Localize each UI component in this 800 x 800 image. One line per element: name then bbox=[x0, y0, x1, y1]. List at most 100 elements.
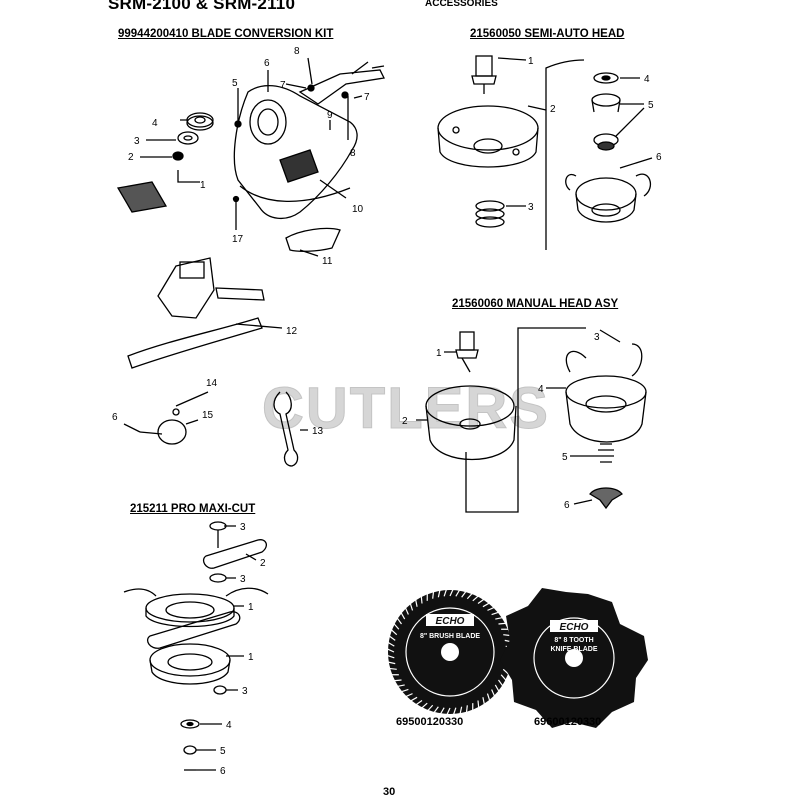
blade-tooth bbox=[386, 648, 395, 653]
blade-tooth bbox=[410, 696, 418, 702]
blade-tooth bbox=[387, 661, 396, 665]
blade-tooth bbox=[491, 611, 500, 616]
blade-tooth bbox=[498, 679, 504, 687]
callout: 2 bbox=[550, 104, 556, 115]
callout: 7 bbox=[364, 92, 370, 103]
blade2-label-line2: KNIFE BLADE bbox=[550, 646, 597, 653]
callout: 4 bbox=[538, 384, 544, 395]
page-number: 30 bbox=[383, 786, 396, 798]
manual-head-title: 21560060 MANUAL HEAD ASY bbox=[452, 298, 619, 310]
semi-auto-drawing bbox=[437, 55, 653, 250]
callout: 3 bbox=[240, 574, 246, 585]
blade1-label: 8" BRUSH BLADE bbox=[420, 633, 480, 640]
brush-blade-drawing: ECHO 8" BRUSH BLADE bbox=[386, 588, 514, 716]
blade-tooth bbox=[397, 684, 405, 688]
callout-labels: 1 2 3 4 5 6 7 8 9 7 8 10 17 11 12 13 14 … bbox=[112, 46, 662, 777]
callout: 1 bbox=[528, 56, 534, 67]
blade-tooth bbox=[466, 592, 473, 600]
callout: 2 bbox=[402, 416, 408, 427]
blade-tooth bbox=[387, 641, 395, 647]
blade-tooth bbox=[421, 702, 428, 709]
blade-tooth bbox=[427, 704, 434, 712]
pro-maxi-title: 215211 PRO MAXI-CUT bbox=[130, 503, 256, 515]
blade-tooth bbox=[390, 629, 398, 636]
blade-tooth bbox=[420, 595, 423, 604]
section-heading: ACCESSORIES bbox=[425, 0, 498, 9]
blade-tooth bbox=[405, 693, 413, 698]
callout: 3 bbox=[242, 686, 248, 697]
blade-tooth bbox=[433, 706, 439, 714]
blade-tooth bbox=[400, 612, 406, 620]
callout: 4 bbox=[226, 720, 232, 731]
callout: 2 bbox=[260, 558, 266, 569]
document-title: SRM-2100 & SRM-2110 bbox=[108, 0, 296, 13]
callout: 3 bbox=[594, 332, 600, 343]
callout: 8 bbox=[350, 148, 356, 159]
callout: 15 bbox=[202, 410, 214, 421]
manual-head-drawing bbox=[416, 327, 647, 513]
callout: 3 bbox=[134, 136, 140, 147]
callout: 5 bbox=[232, 78, 238, 89]
blade-tooth bbox=[465, 705, 468, 713]
blade-tooth bbox=[459, 706, 463, 715]
callout: 6 bbox=[264, 58, 270, 69]
blade-tooth bbox=[461, 590, 467, 598]
blade1-brand: ECHO bbox=[436, 616, 465, 627]
blade-tooth bbox=[443, 588, 448, 597]
callout: 2 bbox=[128, 152, 134, 163]
callout: 6 bbox=[564, 500, 570, 511]
callout: 7 bbox=[280, 80, 286, 91]
blade-tooth bbox=[482, 602, 490, 608]
blade-tooth bbox=[502, 668, 510, 675]
blade-tooth bbox=[388, 635, 396, 641]
callout: 8 bbox=[294, 46, 300, 57]
blade1-part-number: 69500120330 bbox=[396, 716, 464, 728]
callout: 10 bbox=[352, 204, 364, 215]
callout: 17 bbox=[232, 234, 244, 245]
blade-tooth bbox=[486, 693, 491, 702]
callout: 12 bbox=[286, 326, 298, 337]
blade-tooth bbox=[491, 689, 496, 697]
blade-tooth bbox=[400, 688, 409, 693]
watermark-text: CUTLERS bbox=[262, 376, 550, 441]
callout: 3 bbox=[240, 522, 246, 533]
callout: 5 bbox=[220, 746, 226, 757]
blade-tooth bbox=[500, 674, 507, 681]
blade-kit-drawing bbox=[116, 57, 385, 467]
blade-tooth bbox=[404, 607, 409, 615]
blade-tooth bbox=[393, 679, 402, 682]
blade-tooth bbox=[449, 588, 454, 597]
callout: 14 bbox=[206, 378, 218, 389]
blade-tooth bbox=[439, 707, 445, 715]
callout: 1 bbox=[248, 602, 254, 613]
blade-tooth bbox=[472, 595, 479, 602]
blade-tooth bbox=[482, 697, 486, 705]
blade-tooth bbox=[452, 707, 457, 716]
callout: 13 bbox=[312, 426, 324, 437]
blade-tooth bbox=[446, 707, 451, 716]
blade-tooth bbox=[386, 654, 395, 659]
callout: 11 bbox=[322, 256, 333, 267]
pro-maxi-drawing bbox=[123, 521, 269, 771]
blade-kit-title: 99944200410 BLADE CONVERSION KIT bbox=[118, 28, 334, 40]
callout: 5 bbox=[562, 452, 568, 463]
blade-tooth bbox=[414, 599, 418, 607]
blade-tooth bbox=[477, 598, 485, 604]
blade-tooth bbox=[415, 700, 423, 706]
semi-auto-title: 21560050 SEMI-AUTO HEAD bbox=[470, 28, 625, 40]
blade-tooth bbox=[432, 591, 435, 599]
callout: 1 bbox=[200, 180, 206, 191]
callout: 6 bbox=[220, 766, 226, 777]
callout: 4 bbox=[644, 74, 650, 85]
blade-tooth bbox=[494, 684, 500, 692]
callout: 6 bbox=[112, 412, 118, 423]
callout: 1 bbox=[436, 348, 442, 359]
blade-tooth bbox=[495, 616, 503, 620]
blade-tooth bbox=[487, 606, 495, 611]
callout: 1 bbox=[248, 652, 254, 663]
blade-tooth bbox=[389, 667, 397, 670]
blade-tooth bbox=[409, 602, 414, 611]
blade-tooth bbox=[477, 700, 480, 709]
callout: 4 bbox=[152, 118, 158, 129]
